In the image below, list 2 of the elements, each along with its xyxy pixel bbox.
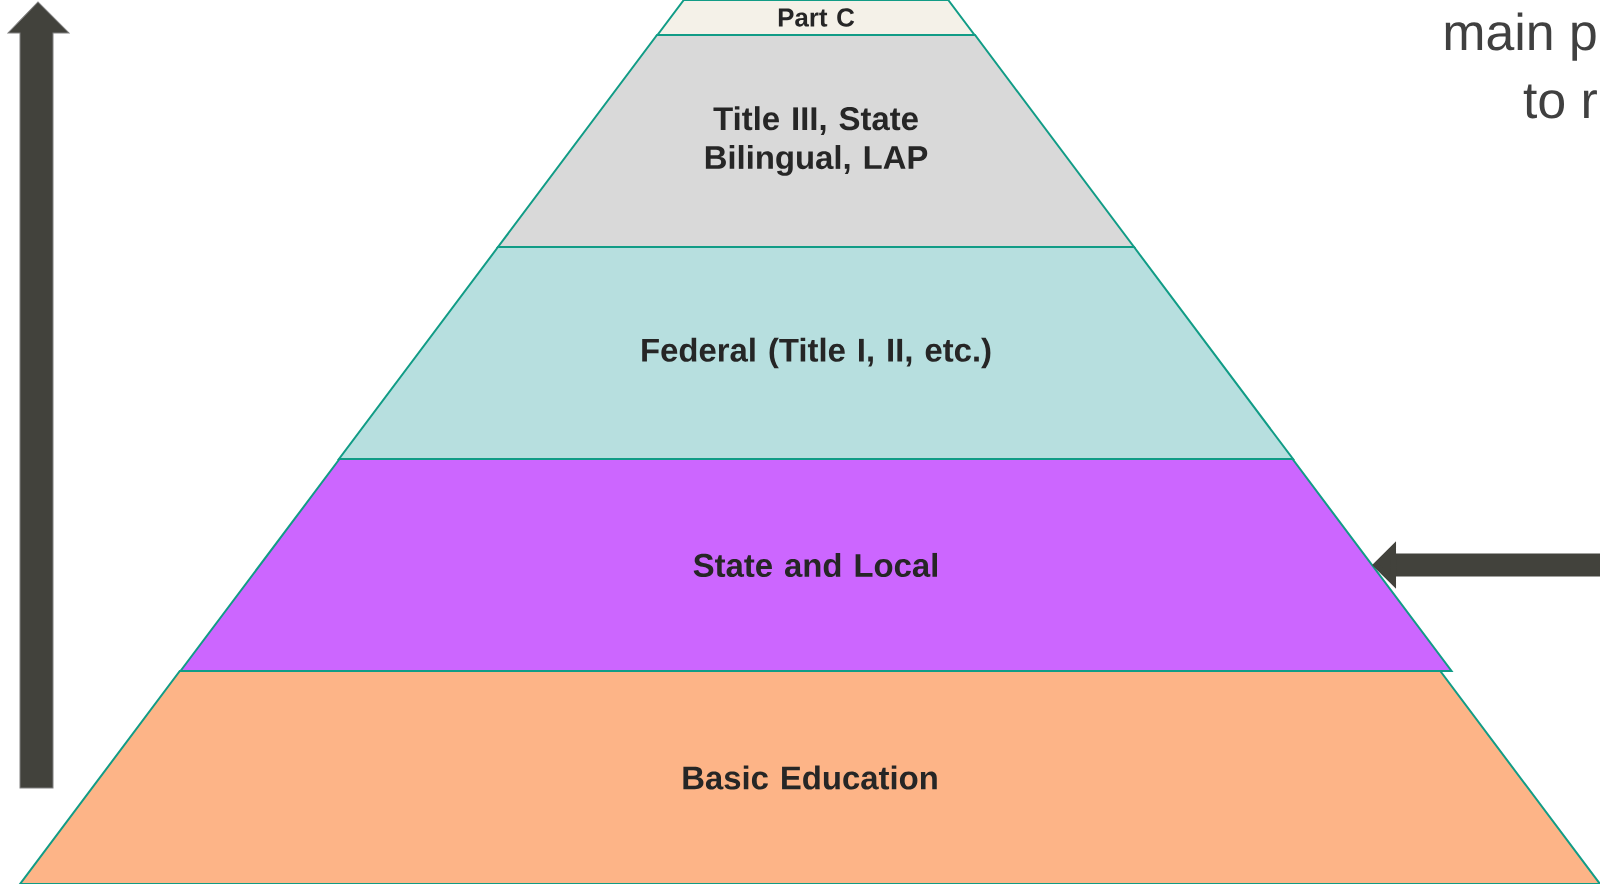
text-fragment: main p bbox=[1445, 12, 1596, 61]
text-fragment: to r bbox=[1523, 84, 1597, 119]
